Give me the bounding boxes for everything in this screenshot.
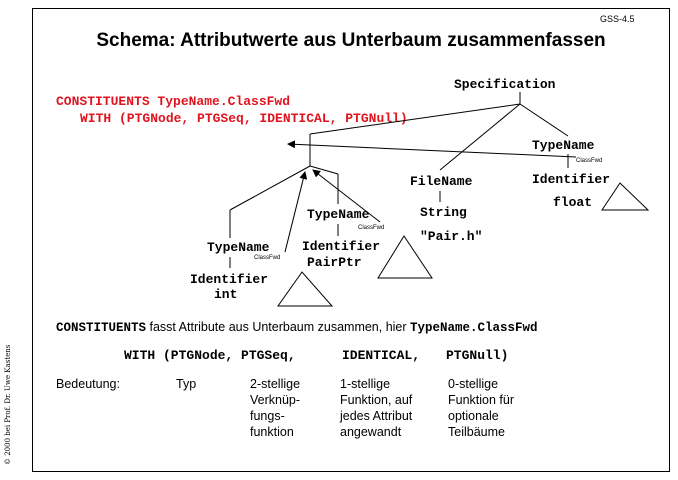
- node-mid-identifier: Identifier: [302, 239, 380, 254]
- sentence-text: fasst Attribute aus Unterbaum zusammen, …: [146, 320, 411, 334]
- edge-spec-to-right-typename: [519, 103, 569, 137]
- edge-mid-to-midtype: [309, 165, 339, 175]
- sentence-attribute: TypeName.ClassFwd: [410, 321, 538, 335]
- node-filename: FileName: [410, 174, 473, 189]
- edge-spec-to-mid: [309, 103, 521, 135]
- slide-id: GSS-4.5: [600, 14, 635, 24]
- attr-mid-classfwd: ClassFwd: [358, 225, 384, 231]
- attr-left-classfwd: ClassFwd: [254, 255, 280, 261]
- constituents-code-line1: CONSTITUENTS TypeName.ClassFwd: [56, 94, 291, 109]
- arrow-mid-classfwd: [312, 169, 381, 223]
- node-right-identifier: Identifier: [532, 172, 610, 187]
- node-left-identifier: Identifier: [190, 272, 268, 287]
- edge-mid-to-left: [229, 165, 311, 211]
- node-right-typename: TypeName: [532, 138, 595, 153]
- subtree-triangle-right: [601, 182, 650, 211]
- node-mid-leaf-pairptr: PairPtr: [307, 255, 362, 270]
- subtree-triangle-mid: [377, 235, 433, 279]
- slide-title: Schema: Attributwerte aus Unterbaum zusa…: [96, 30, 606, 51]
- slide-frame: [32, 8, 670, 472]
- node-specification: Specification: [454, 77, 556, 92]
- node-left-typename: TypeName: [207, 240, 270, 255]
- sentence-keyword: CONSTITUENTS: [56, 321, 147, 335]
- attr-right-classfwd: ClassFwd: [576, 158, 602, 164]
- explanation-unary-function: 1-stellige Funktion, auf jedes Attribut …: [340, 377, 413, 439]
- constituents-description: CONSTITUENTS fasst Attribute aus Unterba…: [56, 320, 538, 335]
- with-clause-part3: PTGNull): [446, 348, 509, 363]
- explanation-label: Bedeutung:: [56, 377, 120, 391]
- arrow-right-classfwd: [287, 140, 577, 158]
- edge-spec-to-filename: [439, 103, 521, 171]
- node-string: String: [420, 205, 467, 220]
- node-string-value: "Pair.h": [420, 229, 482, 244]
- node-mid-typename: TypeName: [307, 207, 370, 222]
- explanation-nullary-function: 0-stellige Funktion für optionale Teilbä…: [448, 377, 515, 439]
- node-left-leaf-int: int: [214, 287, 237, 302]
- with-clause-part2: IDENTICAL,: [342, 348, 421, 363]
- node-right-leaf-float: float: [553, 195, 592, 210]
- constituents-code-line2: WITH (PTGNode, PTGSeq, IDENTICAL, PTGNul…: [80, 111, 408, 126]
- subtree-triangle-left: [277, 271, 334, 307]
- with-clause-part1: WITH (PTGNode, PTGSeq,: [124, 348, 296, 363]
- explanation-binary-function: 2-stellige Verknüp- fungs- funktion: [250, 377, 301, 439]
- explanation-type: Typ: [176, 377, 197, 391]
- arrow-left-classfwd: [284, 171, 308, 253]
